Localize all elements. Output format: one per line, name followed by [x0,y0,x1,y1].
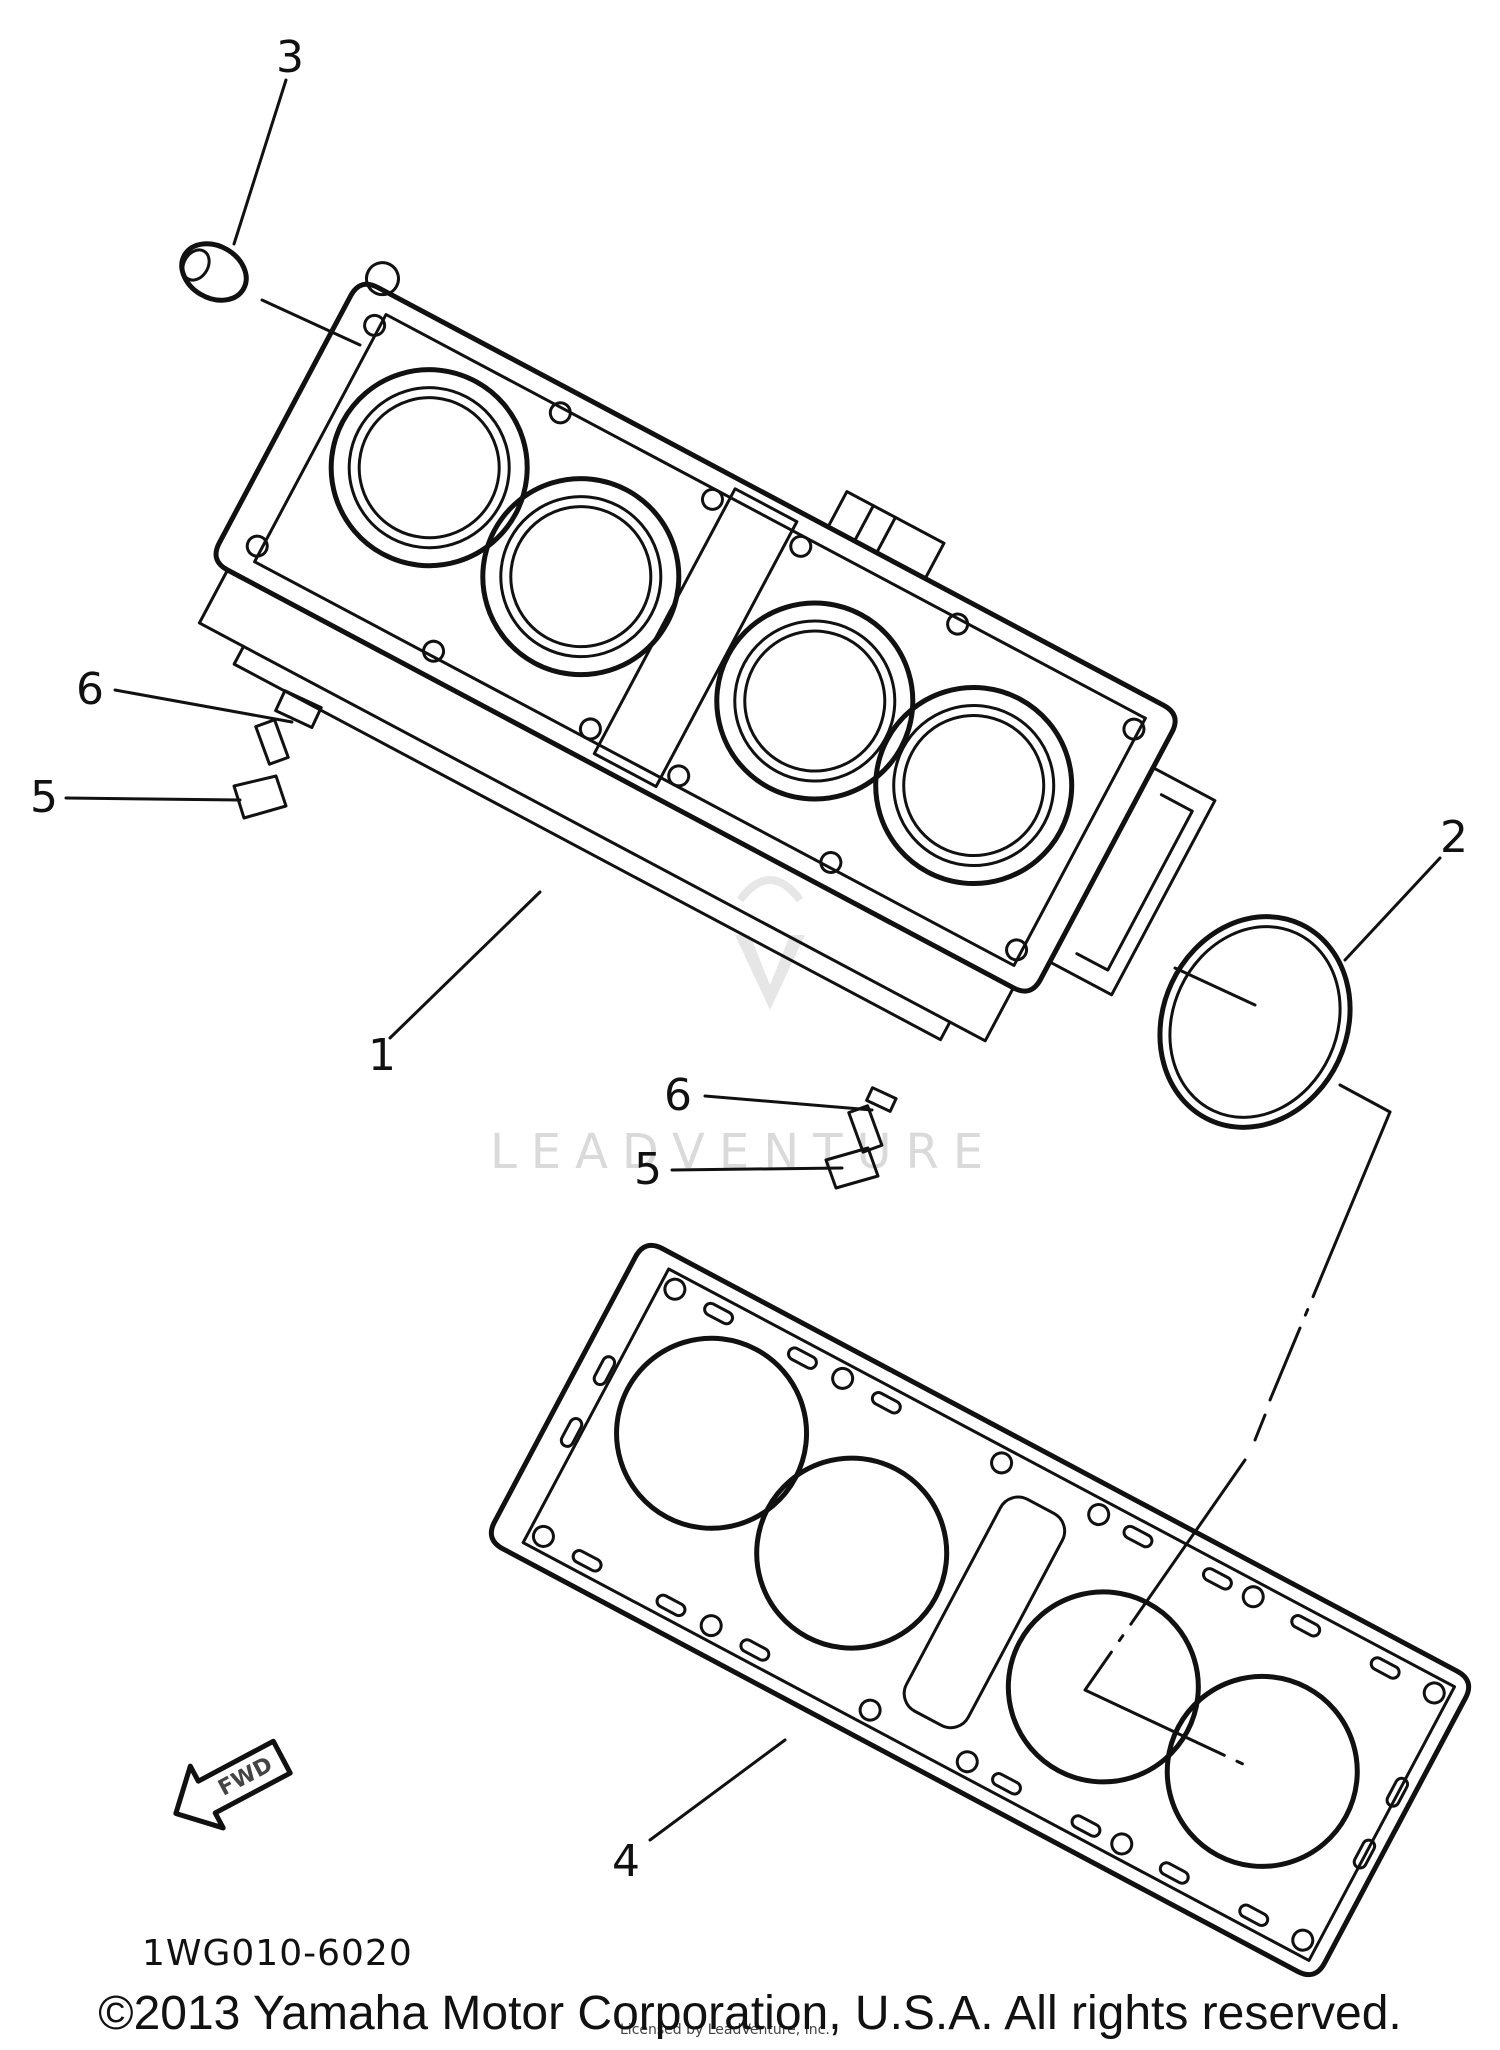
callout-2: 2 [1440,812,1468,863]
callout-3: 3 [276,32,304,83]
copyright-notice: ©2013 Yamaha Motor Corporation, U.S.A. A… [98,1987,1402,2040]
alignment-line [1083,1110,1392,1767]
callout-4: 4 [612,1836,640,1887]
callout-6-upper: 6 [76,664,104,715]
fwd-arrow-icon: FWD [173,1738,293,1831]
callout-6-lower: 6 [664,1070,692,1121]
o-ring [1157,914,1353,1130]
plug [179,241,362,347]
cylinder-block [197,261,1217,1043]
leader-lines [64,78,1442,1842]
diagram-code: 1WG010-6020 [142,1933,413,1974]
watermark-text: LEADVENTURE [490,1124,997,1180]
callout-5-upper: 5 [30,772,58,823]
head-gasket [488,1242,1472,1978]
callout-5-lower: 5 [634,1144,662,1195]
provider-note: Licensed by LeadVenture, Inc. [620,2022,830,2038]
callout-1: 1 [368,1030,396,1081]
bolt-upper [232,689,323,820]
